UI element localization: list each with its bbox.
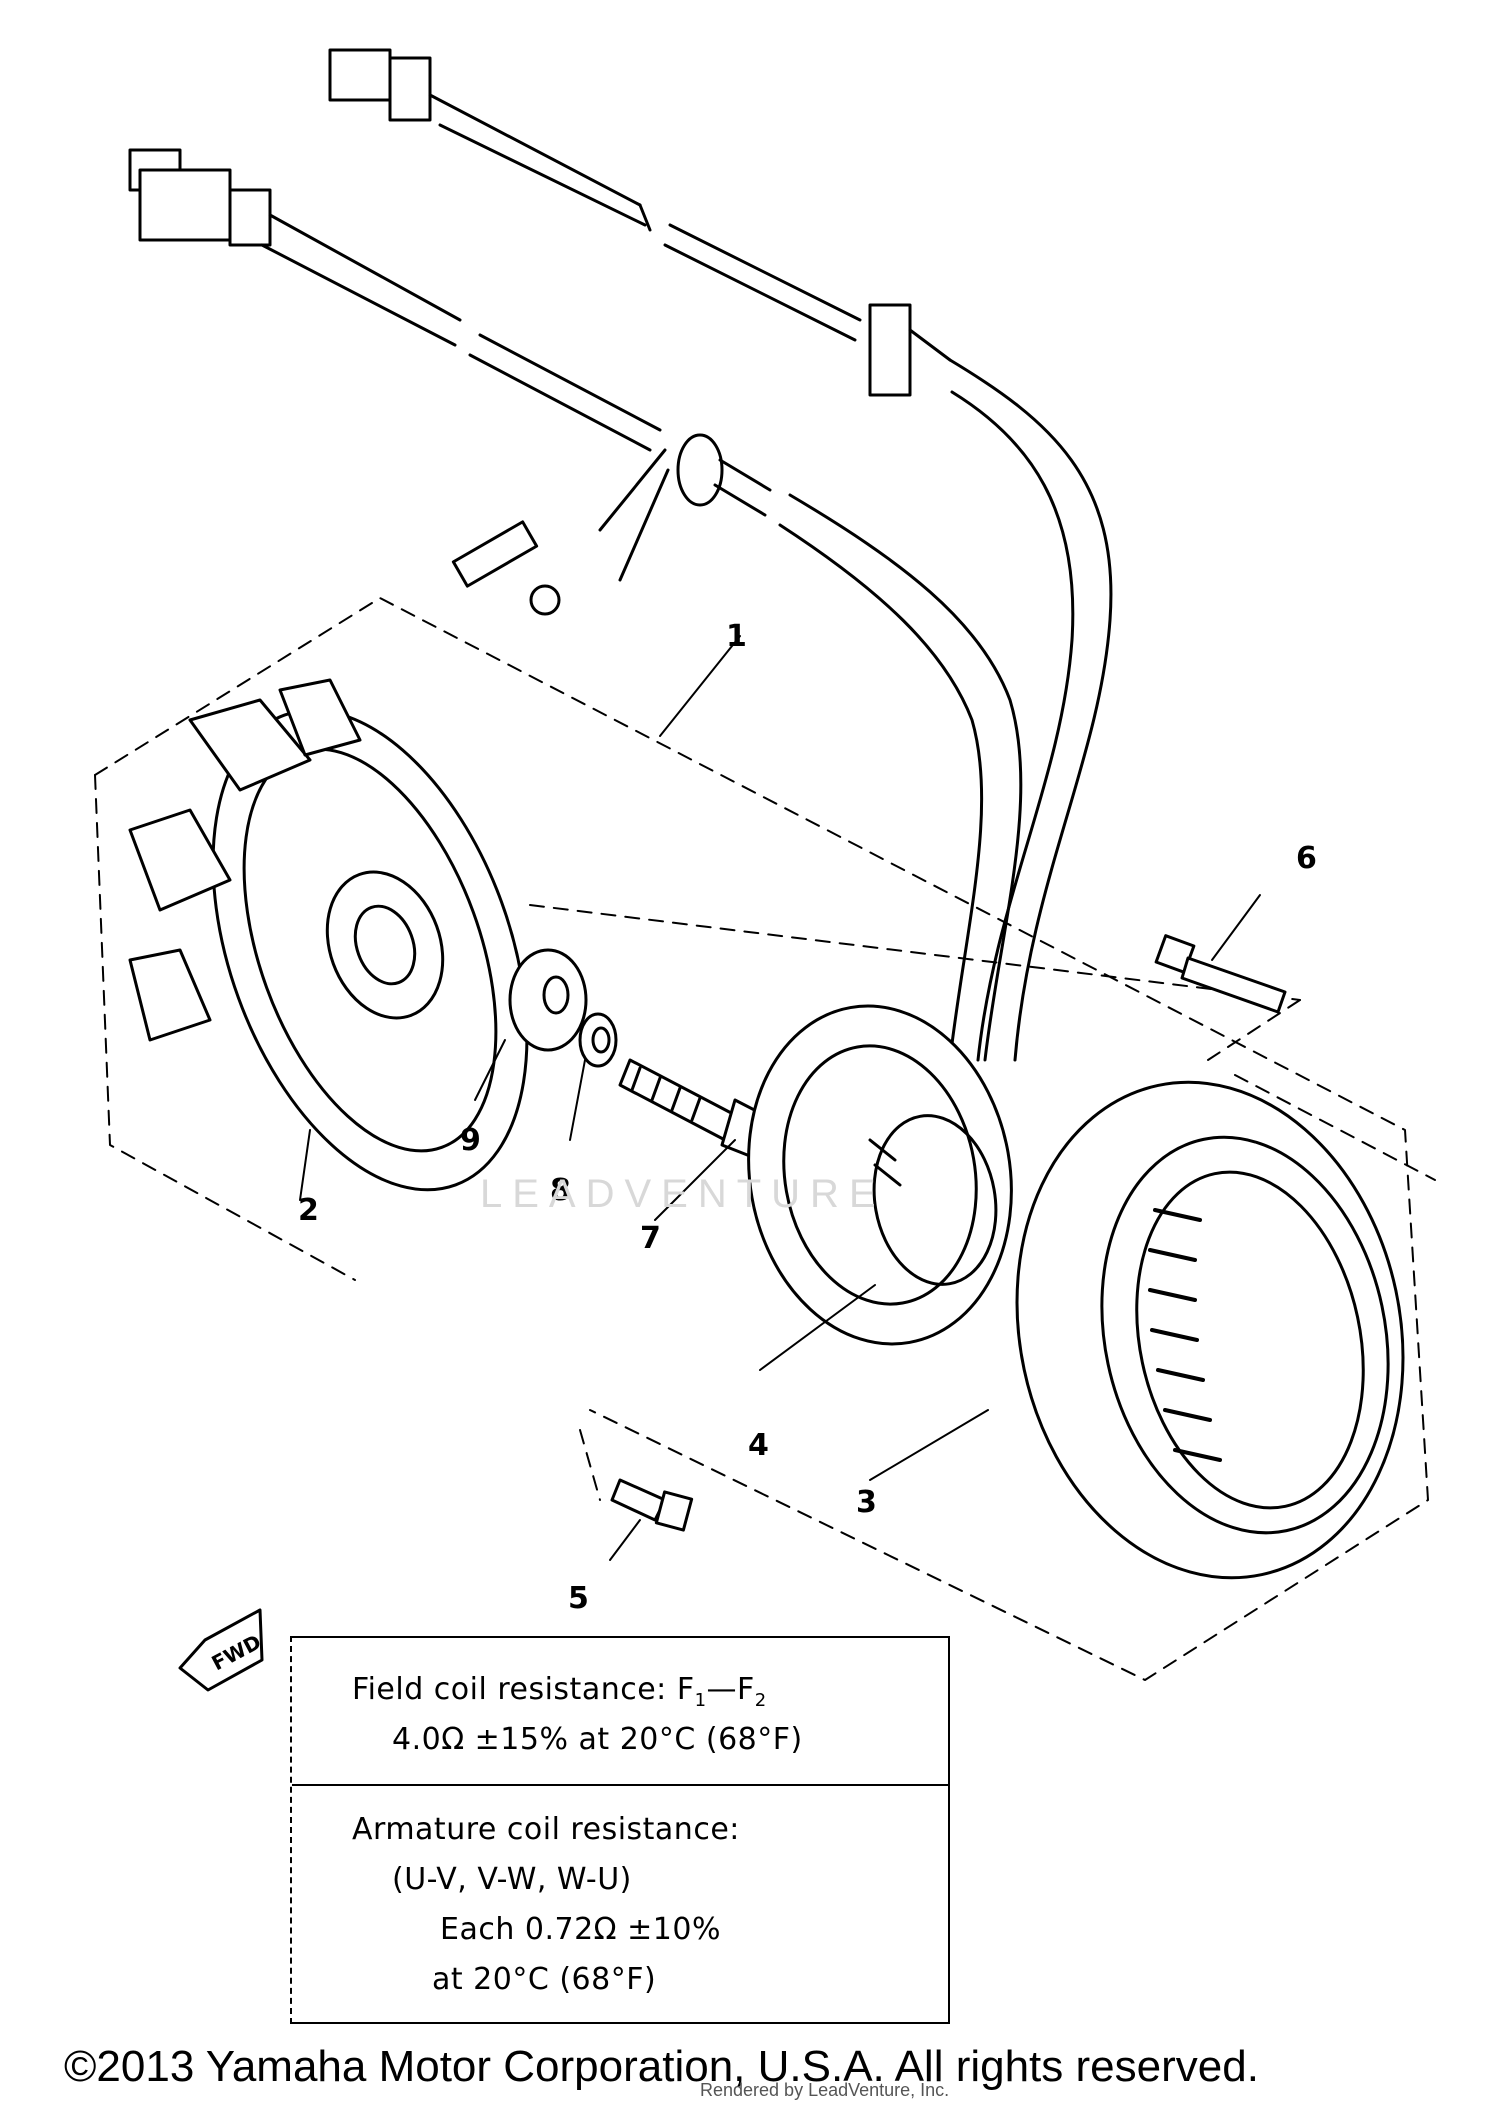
field-coil-dash: —F <box>706 1672 755 1707</box>
part-label-9: 9 <box>460 1123 481 1158</box>
copyright-notice: ©2013 Yamaha Motor Corporation, U.S.A. A… <box>64 2042 1259 2091</box>
armature-coil-value: Each 0.72Ω ±10% <box>440 1912 721 1947</box>
watermark: LEADVENTURE <box>480 1172 886 1216</box>
field-coil-spec: Field coil resistance: F1—F2 4.0Ω ±15% a… <box>292 1638 948 1786</box>
upper-wire-harness <box>328 48 1113 1062</box>
rotor <box>128 678 529 1192</box>
bolt <box>618 1058 772 1162</box>
part-label-1: 1 <box>726 619 747 654</box>
field-coil-value: 4.0Ω ±15% at 20°C (68°F) <box>392 1722 803 1757</box>
field-coil-title: Field coil resistance: F <box>352 1672 695 1707</box>
part-label-6: 6 <box>1296 841 1317 876</box>
resistance-spec-box: Field coil resistance: F1—F2 4.0Ω ±15% a… <box>290 1636 950 2024</box>
lock-washer <box>578 1012 618 1068</box>
field-coil-sub1: 1 <box>694 1690 707 1711</box>
armature-coil-title: Armature coil resistance: <box>352 1812 740 1847</box>
part-label-3: 3 <box>856 1485 877 1520</box>
field-coil <box>747 1004 1013 1346</box>
screw-6 <box>1154 934 1287 1014</box>
render-credit: Rendered by LeadVenture, Inc. <box>700 2080 950 2100</box>
field-coil-title-line: Field coil resistance: F1—F2 <box>352 1672 767 1711</box>
field-coil-sub2: 2 <box>754 1690 767 1711</box>
stator <box>1015 1080 1405 1580</box>
part-label-8: 8 <box>550 1173 571 1208</box>
lower-wire-harness <box>128 148 1023 1062</box>
part-label-4: 4 <box>748 1428 769 1463</box>
armature-coil-pairs: (U-V, V-W, W-U) <box>392 1862 632 1897</box>
screw-5 <box>610 1478 694 1532</box>
armature-coil-spec: Armature coil resistance: (U-V, V-W, W-U… <box>292 1784 948 2022</box>
fwd-arrow: FWD <box>178 1608 265 1692</box>
part-label-5: 5 <box>568 1581 589 1616</box>
leader-lines <box>299 635 1261 1561</box>
washer <box>508 948 588 1052</box>
part-label-2: 2 <box>298 1193 319 1228</box>
part-label-7: 7 <box>640 1221 661 1256</box>
assembly-dashed-outline <box>94 597 1436 1681</box>
armature-coil-temp: at 20°C (68°F) <box>432 1962 657 1997</box>
